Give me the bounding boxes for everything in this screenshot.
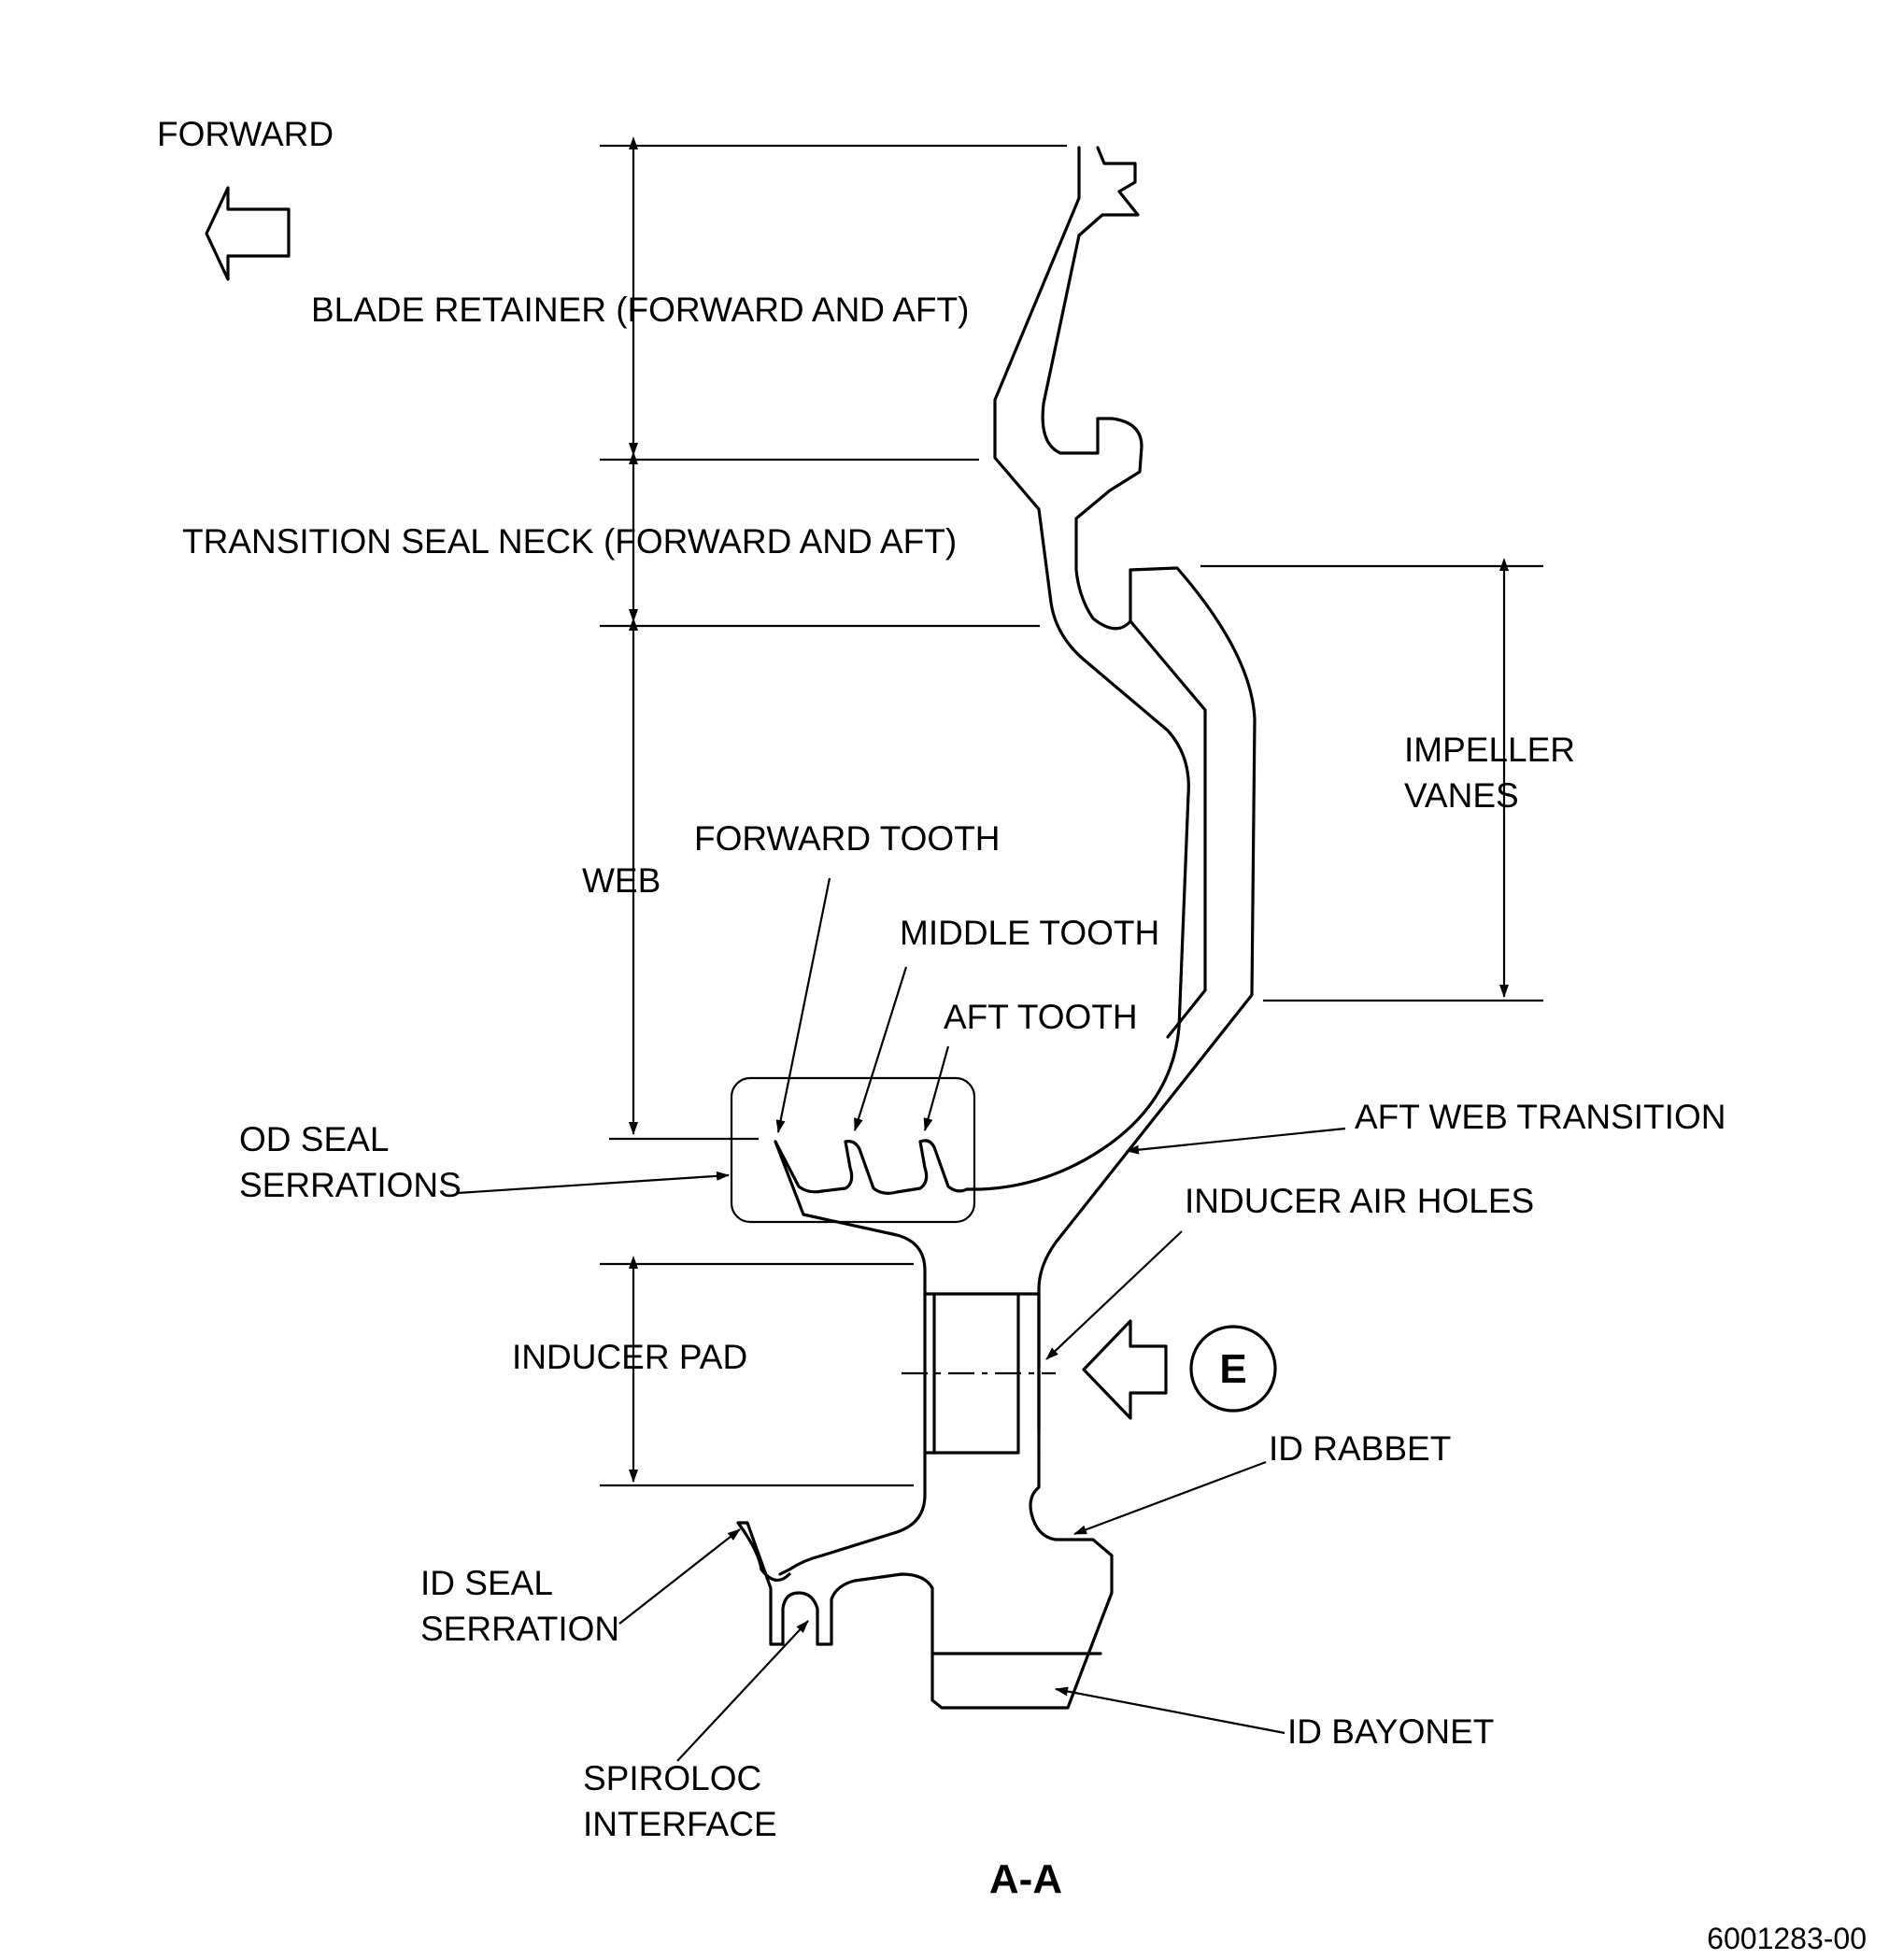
label-spiroloc-line1: SPIROLOC: [583, 1759, 761, 1797]
label-aft-web-transition: AFT WEB TRANSITION: [1355, 1098, 1726, 1136]
label-id-seal-line2: SERRATION: [420, 1610, 619, 1648]
reference-number: 6001283-00: [1707, 1922, 1867, 1955]
label-web: WEB: [582, 861, 660, 900]
label-od-seal-line1: OD SEAL: [239, 1120, 389, 1158]
label-od-seal-line2: SERRATIONS: [239, 1166, 462, 1204]
view-e-arrow-icon: [1082, 1319, 1168, 1420]
leader-lines: [457, 877, 1346, 1762]
dimension-lines: [600, 136, 1543, 1487]
label-transition-seal-neck: TRANSITION SEAL NECK (FORWARD AND AFT): [182, 522, 957, 561]
label-aft-tooth: AFT TOOTH: [944, 998, 1138, 1036]
label-id-seal-line1: ID SEAL: [420, 1564, 553, 1602]
label-inducer-air-holes: INDUCER AIR HOLES: [1185, 1182, 1534, 1220]
view-callout-letter: E: [1219, 1346, 1246, 1392]
view-callout-circle: [1189, 1325, 1277, 1413]
label-forward-tooth: FORWARD TOOTH: [694, 819, 1001, 858]
label-blade-retainer: BLADE RETAINER (FORWARD AND AFT): [311, 291, 969, 329]
label-id-rabbet: ID RABBET: [1269, 1429, 1451, 1468]
section-label: A-A: [989, 1856, 1062, 1902]
label-inducer-pad: INDUCER PAD: [512, 1338, 747, 1376]
od-seal-detail-box: [730, 1076, 976, 1224]
forward-label: FORWARD: [157, 115, 334, 153]
label-middle-tooth: MIDDLE TOOTH: [900, 914, 1159, 952]
part-cross-section: [736, 146, 1257, 1710]
forward-arrow-icon: [205, 186, 291, 281]
label-id-bayonet: ID BAYONET: [1287, 1712, 1494, 1751]
label-spiroloc-line2: INTERFACE: [583, 1805, 777, 1843]
label-impeller-line2: VANES: [1404, 776, 1519, 815]
label-impeller-line1: IMPELLER: [1404, 731, 1575, 769]
